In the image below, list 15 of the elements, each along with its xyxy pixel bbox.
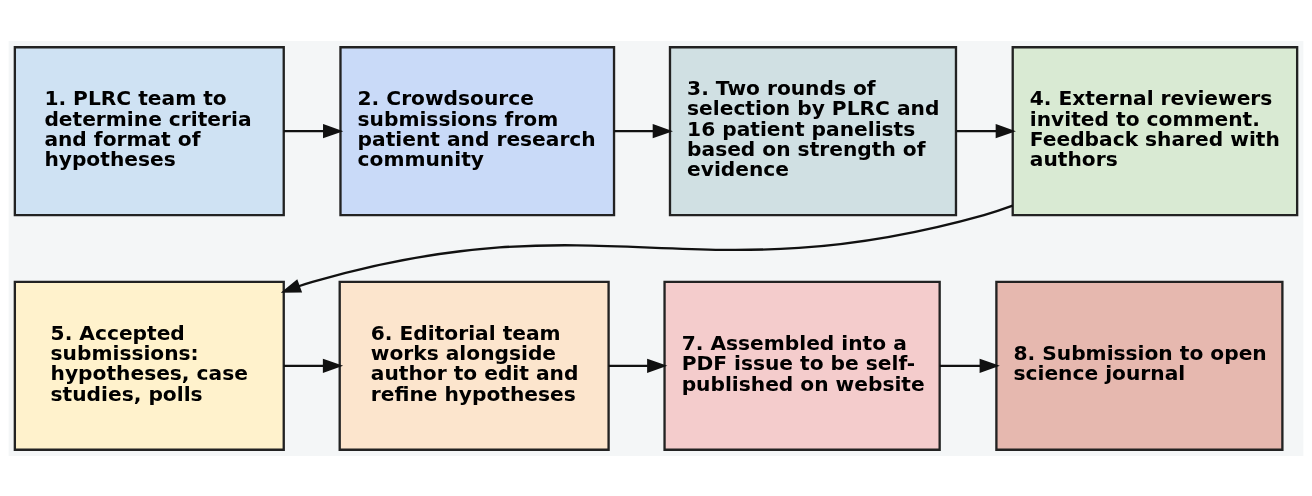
arrow	[608, 358, 668, 373]
arrow	[283, 358, 344, 373]
node-box: 5. Accepted submissions: hypotheses, case studies, polls	[13, 280, 285, 451]
node-box: 3. Two rounds of selection by PLRC and 16 patient panelists based on strength of evidence	[668, 45, 958, 216]
arrow	[614, 123, 673, 138]
node-box: 2. Crowdsource submissions from patient and research community	[339, 45, 616, 216]
node-box: 6. Editorial team works alongside author to edit and refine hypotheses	[338, 280, 610, 451]
node-box: 4. External reviewers invited to comment. Feedback shared with authors	[1011, 45, 1299, 216]
arrow	[956, 123, 1016, 138]
arrow	[280, 204, 1014, 293]
node-box: 8. Submission to open science journal	[995, 280, 1284, 451]
node-box: 7. Assembled into a PDF issue to be self-published on website	[663, 280, 941, 451]
node-box: 1. PLRC team to determine criteria and format of hypotheses	[13, 45, 285, 216]
arrow	[939, 358, 1000, 373]
arrow	[283, 123, 344, 138]
